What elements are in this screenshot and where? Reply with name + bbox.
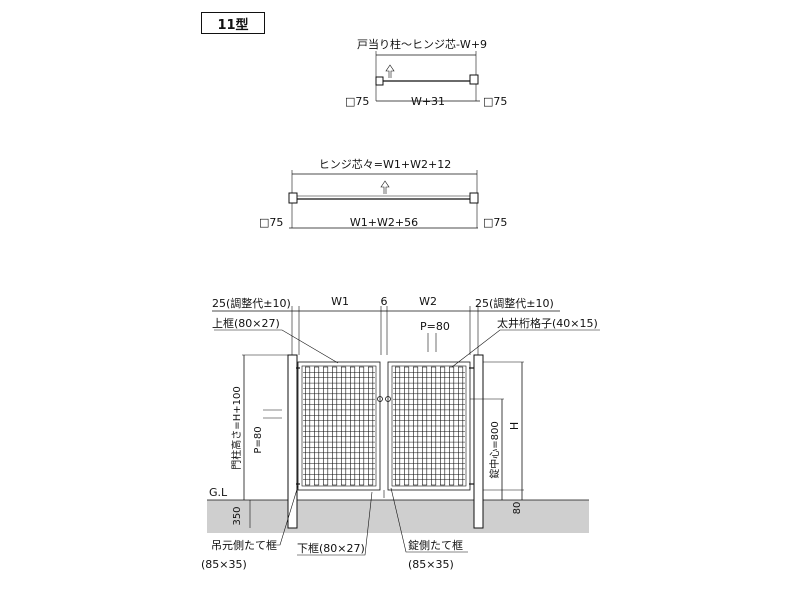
plan-view-double: ヒンジ芯々=W1+W2+12 W1+W2+56 □75 □75 — [259, 157, 507, 229]
plan-view-single: 戸当り柱～ヒンジ芯-W+9 W+31 □75 □75 — [345, 37, 507, 108]
leaf-right-frame — [387, 361, 471, 491]
lock-stile-size: (85×35) — [408, 558, 454, 571]
plan1-bottom-label: W+31 — [411, 95, 445, 108]
pitch-top-label: P=80 — [420, 320, 450, 333]
plan1-post-right — [469, 74, 479, 85]
lock-stile-label: 錠側たて框 — [408, 538, 463, 552]
plan2-post-right-label: □75 — [483, 216, 507, 229]
lock-center-label: 錠中心=800 — [488, 421, 501, 478]
lattice-label: 太井桁格子(40×15) — [497, 316, 598, 330]
plan2-top-label: ヒンジ芯々=W1+W2+12 — [319, 157, 451, 171]
leader-lock-stile — [390, 487, 468, 553]
gate-leaf-left — [297, 361, 381, 491]
pitch-left-label: P=80 — [253, 426, 264, 453]
leaf-right-inner — [391, 365, 467, 487]
leader-bottom-rail — [297, 491, 373, 556]
leaf-left-inner — [301, 365, 377, 487]
hinge-stile-size: (85×35) — [201, 558, 247, 571]
ground-area — [207, 500, 589, 533]
open-direction-arrow-icon — [385, 64, 395, 78]
clearance-label: 80 — [512, 502, 523, 515]
post-left — [287, 354, 298, 529]
elevation-view: 25(調整代±10) W1 6 W2 25(調整代±10) — [201, 295, 600, 571]
lattice-left — [303, 366, 375, 486]
leader-top-rail — [214, 329, 339, 364]
leaf-left-frame — [297, 361, 381, 491]
adjust-right-label: 25(調整代±10) — [475, 296, 554, 310]
hinge-stile-label: 吊元側たて框 — [211, 539, 277, 552]
post-height-label: 門柱高さ=H+100 — [230, 386, 243, 469]
lattice-right — [393, 366, 465, 486]
model-label: 11型 — [201, 12, 265, 34]
top-rail-label: 上框(80×27) — [212, 317, 280, 330]
plan1-post-right-label: □75 — [483, 95, 507, 108]
open-direction-arrow-icon — [380, 180, 390, 194]
gl-label: G.L — [209, 486, 228, 499]
bottom-rail-label: 下框(80×27) — [297, 542, 365, 555]
leader-hinge-stile — [270, 485, 299, 546]
plan1-post-left-label: □75 — [345, 95, 369, 108]
depth-label: 350 — [232, 506, 243, 525]
plan1-top-label: 戸当り柱～ヒンジ芯-W+9 — [357, 37, 487, 51]
post-right — [473, 354, 484, 529]
gate-leaf-right — [387, 361, 471, 491]
plan2-post-left — [288, 192, 298, 204]
plan2-bottom-label: W1+W2+56 — [350, 216, 418, 229]
w2-label: W2 — [419, 295, 437, 308]
plan2-post-left-label: □75 — [259, 216, 283, 229]
plan2-post-right — [469, 192, 479, 204]
handle-left-icon — [377, 396, 383, 402]
handle-right-icon — [385, 396, 391, 402]
plan1-post-left — [375, 76, 384, 86]
leader-lattice — [451, 329, 600, 368]
adjust-left-label: 25(調整代±10) — [212, 296, 291, 310]
h-label: H — [508, 422, 521, 430]
gap-label: 6 — [381, 295, 388, 308]
w1-label: W1 — [331, 295, 349, 308]
